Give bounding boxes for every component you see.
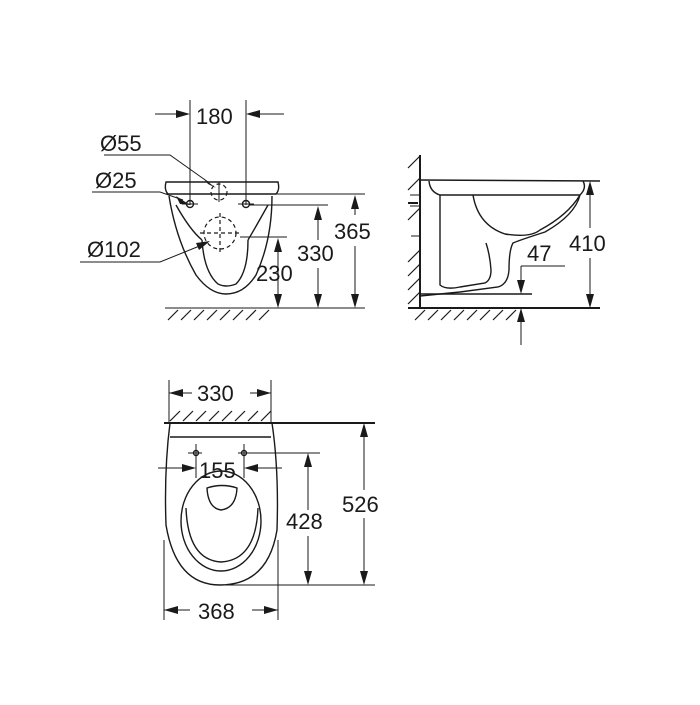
dim-230: 230 (256, 261, 293, 286)
front-view: 180 Ø55 Ø25 Ø102 (80, 100, 371, 321)
dim-368: 368 (198, 599, 235, 624)
wall-hatch (407, 155, 421, 305)
dim-180: 180 (196, 104, 233, 129)
dim-428: 428 (286, 509, 323, 534)
dim-dia-25: Ø25 (95, 168, 137, 193)
floor-hatch (167, 309, 270, 321)
dim-330-height: 330 (297, 241, 334, 266)
dim-410: 410 (569, 231, 606, 256)
dim-dia-55: Ø55 (100, 131, 142, 156)
dim-365: 365 (334, 219, 371, 244)
dim-526: 526 (342, 492, 379, 517)
top-view: 330 155 (158, 380, 379, 624)
dim-dia-102: Ø102 (87, 237, 141, 262)
dim-47: 47 (527, 241, 551, 266)
top-wall-hatch (169, 410, 272, 422)
dim-330-width: 330 (197, 381, 234, 406)
side-view: 47 410 (407, 155, 606, 345)
side-floor-hatch (414, 309, 517, 321)
